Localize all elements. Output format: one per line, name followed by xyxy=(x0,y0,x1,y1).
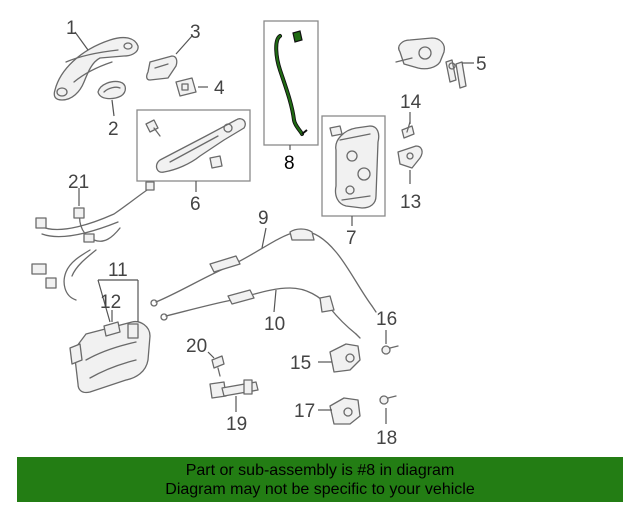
leader-3 xyxy=(175,35,193,55)
part-12-trim-clip[interactable] xyxy=(103,321,121,337)
part-9-inner-cable[interactable] xyxy=(150,228,377,313)
leader-9 xyxy=(261,227,267,249)
part-notice-banner: Part or sub-assembly is #8 in diagram Di… xyxy=(17,457,623,502)
callout-12[interactable]: 12 xyxy=(100,292,121,313)
leader-2 xyxy=(111,99,115,117)
part-5-lock-cylinder[interactable] xyxy=(395,37,467,89)
part-16-bolt[interactable] xyxy=(381,345,399,355)
part-14-bolt[interactable] xyxy=(401,121,415,139)
group-box-8 xyxy=(263,20,319,146)
callout-11[interactable]: 11 xyxy=(108,260,128,281)
callout-14[interactable]: 14 xyxy=(400,92,422,113)
callout-4[interactable]: 4 xyxy=(214,78,225,99)
part-11-inner-handle[interactable] xyxy=(69,320,151,394)
part-7-door-latch[interactable] xyxy=(329,125,380,209)
part-13-striker[interactable] xyxy=(397,145,423,169)
part-18-bolt[interactable] xyxy=(379,395,397,405)
leader-1 xyxy=(74,31,89,51)
leader-11a xyxy=(97,279,111,323)
callout-21[interactable]: 21 xyxy=(68,172,89,193)
callout-7[interactable]: 7 xyxy=(346,228,357,249)
callout-6[interactable]: 6 xyxy=(190,194,201,215)
part-15-upper-hinge[interactable] xyxy=(329,343,361,373)
callout-1[interactable]: 1 xyxy=(66,18,77,39)
part-1-outer-handle[interactable] xyxy=(53,36,139,101)
callout-5[interactable]: 5 xyxy=(476,54,487,75)
notice-line-2: Diagram may not be specific to your vehi… xyxy=(165,481,475,498)
part-21-wire-harness[interactable] xyxy=(31,181,155,301)
callout-13[interactable]: 13 xyxy=(400,192,421,213)
callout-2[interactable]: 2 xyxy=(108,119,119,140)
callout-17[interactable]: 17 xyxy=(294,401,315,422)
callout-9[interactable]: 9 xyxy=(258,208,269,229)
parts-diagram: 1 2 3 4 5 6 7 8 9 10 11 12 13 14 15 16 1… xyxy=(31,18,487,449)
leader-10 xyxy=(273,289,277,313)
part-4-clip[interactable] xyxy=(175,77,197,97)
part-17-lower-hinge[interactable] xyxy=(329,397,361,425)
leader-20 xyxy=(207,351,215,359)
notice-line-1: Part or sub-assembly is #8 in diagram xyxy=(185,462,455,479)
callout-8[interactable]: 8 xyxy=(284,153,295,174)
part-19-door-check[interactable] xyxy=(209,379,259,399)
part-3-trim[interactable] xyxy=(146,55,178,81)
callout-10[interactable]: 10 xyxy=(264,314,285,335)
callout-3[interactable]: 3 xyxy=(190,22,201,43)
group-box-7 xyxy=(321,115,386,217)
callout-20[interactable]: 20 xyxy=(186,336,207,357)
callout-15[interactable]: 15 xyxy=(290,353,311,374)
part-6-handle-frame[interactable] xyxy=(145,118,246,173)
group-box-6 xyxy=(136,109,251,182)
part-8-rod[interactable] xyxy=(274,30,308,136)
part-2-handle-cap[interactable] xyxy=(97,80,127,100)
callout-19[interactable]: 19 xyxy=(226,414,247,435)
callout-18[interactable]: 18 xyxy=(376,428,397,449)
callout-16[interactable]: 16 xyxy=(376,309,397,330)
part-10-lock-cable[interactable] xyxy=(160,287,361,339)
part-20-bolt[interactable] xyxy=(211,355,225,377)
